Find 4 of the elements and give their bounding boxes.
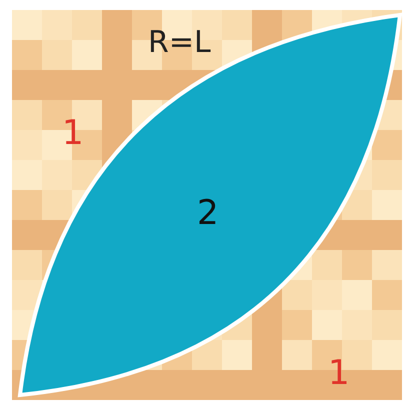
region-number: 2 xyxy=(197,196,219,230)
equation-label: R=L xyxy=(148,28,211,58)
region-number: 1 xyxy=(328,356,350,390)
region-number: 1 xyxy=(62,116,84,150)
